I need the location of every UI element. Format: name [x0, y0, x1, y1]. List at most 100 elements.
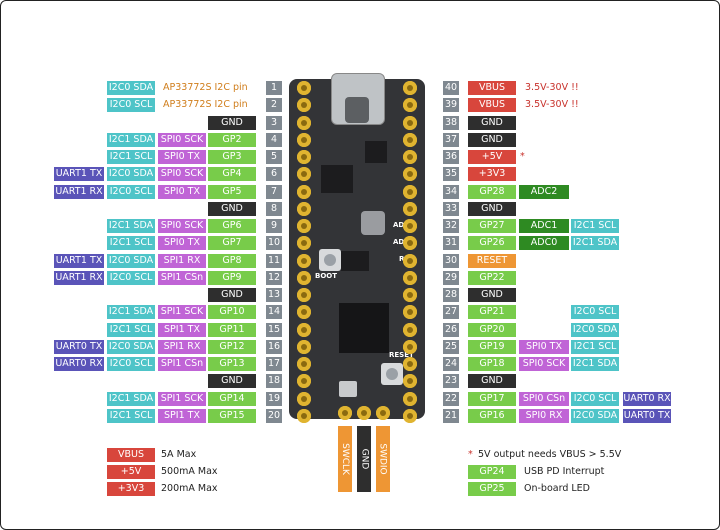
- header-pad: [297, 253, 311, 268]
- header-pad: [403, 408, 417, 423]
- header-pad: [403, 201, 417, 216]
- pin-number: 40: [443, 81, 459, 95]
- pin-function-label: GP12: [208, 339, 256, 354]
- pin-function-label: I2C0 SDA: [107, 253, 155, 268]
- pin-function-label: VBUS: [468, 81, 516, 95]
- pin-number: 17: [266, 357, 282, 371]
- pin-number: 34: [443, 184, 459, 199]
- header-pad: [297, 201, 311, 216]
- pin-function-label: UART0 RX: [54, 357, 104, 371]
- pin-function-label: SPI0 RX: [519, 408, 569, 423]
- pin-function-label: UART0 TX: [54, 339, 104, 354]
- pin-function-label: ADC2: [519, 184, 569, 199]
- pin-function-label: UART0 TX: [623, 408, 671, 423]
- pin-function-label: GP20: [468, 322, 516, 337]
- pin-function-label: UART1 RX: [54, 184, 104, 199]
- silk-reset: RESET: [389, 351, 414, 359]
- pin-function-label: I2C1 SCL: [107, 322, 155, 337]
- pin-function-label: GP17: [468, 391, 516, 406]
- pin-function-label: GP2: [208, 132, 256, 147]
- pin-number: 9: [266, 219, 282, 233]
- legend-vbus-desc: 5A Max: [161, 449, 197, 460]
- pin-function-label: GP6: [208, 219, 256, 233]
- header-pad: [403, 115, 417, 130]
- pin-number: 7: [266, 184, 282, 199]
- pin-function-label: I2C0 SCL: [107, 357, 155, 371]
- pin-number: 38: [443, 115, 459, 130]
- header-pad: [403, 357, 417, 371]
- pin-function-label: SPI1 TX: [158, 408, 206, 423]
- header-pad: [297, 81, 311, 95]
- pin-function-label: SPI0 SCK: [519, 357, 569, 371]
- pin-function-label: SPI0 SCK: [158, 219, 206, 233]
- pin-function-label: GND: [208, 115, 256, 130]
- pin-function-label: RESET: [468, 253, 516, 268]
- pin-function-label: I2C1 SCL: [107, 150, 155, 164]
- pin-function-label: I2C1 SCL: [571, 219, 619, 233]
- pin-number: 30: [443, 253, 459, 268]
- legend-3v3-desc: 200mA Max: [161, 483, 218, 494]
- pin-function-label: GP22: [468, 270, 516, 285]
- pin-number: 8: [266, 201, 282, 216]
- pin-number: 18: [266, 374, 282, 389]
- pin-function-label: I2C0 SCL: [107, 98, 155, 113]
- pin-number: 39: [443, 98, 459, 113]
- pin-number: 32: [443, 219, 459, 233]
- pin-function-label: GND: [468, 132, 516, 147]
- pin-function-label: GP18: [468, 357, 516, 371]
- header-pad: [297, 322, 311, 337]
- pin-number: 33: [443, 201, 459, 216]
- pin-function-label: SPI0 TX: [519, 339, 569, 354]
- pin-function-label: SPI0 TX: [158, 150, 206, 164]
- chip-regulator: [365, 141, 387, 163]
- pin-number: 35: [443, 167, 459, 182]
- pin-note: AP33772S I2C pin: [163, 82, 248, 93]
- pin-function-label: I2C1 SDA: [571, 357, 619, 371]
- pin-note: 3.5V-30V !!: [525, 82, 579, 93]
- pin-function-label: GND: [468, 115, 516, 130]
- header-pad: [403, 288, 417, 302]
- pin-function-label: UART1 RX: [54, 270, 104, 285]
- pin-function-label: SPI1 SCK: [158, 391, 206, 406]
- header-pad: [297, 236, 311, 251]
- pin-function-label: GND: [468, 288, 516, 302]
- boot-button: [319, 249, 341, 271]
- header-pad: [403, 81, 417, 95]
- header-pad: [403, 270, 417, 285]
- crystal: [339, 381, 357, 397]
- legend-vbus-label: VBUS: [107, 448, 155, 462]
- pin-function-label: ADC1: [519, 219, 569, 233]
- header-pad: [297, 305, 311, 320]
- pin-number: 3: [266, 115, 282, 130]
- legend-3v3-label: +3V3: [107, 482, 155, 496]
- pin-function-label: GP28: [468, 184, 516, 199]
- pin-number: 37: [443, 132, 459, 147]
- reset-button: [381, 363, 403, 385]
- header-pad: [297, 115, 311, 130]
- legend-5v-note: 5V output needs VBUS > 5.5V: [478, 449, 622, 460]
- pin-function-label: I2C0 SCL: [571, 305, 619, 320]
- pin-function-label: GP13: [208, 357, 256, 371]
- pin-function-label: I2C0 SCL: [571, 391, 619, 406]
- swd-pin-label: GND: [359, 448, 370, 470]
- header-pad: [403, 167, 417, 182]
- pin-function-label: I2C1 SDA: [107, 391, 155, 406]
- pin-function-label: SPI0 CSn: [519, 391, 569, 406]
- pin-number: 1: [266, 81, 282, 95]
- pin-note: 3.5V-30V !!: [525, 99, 579, 111]
- pin-function-label: GND: [468, 201, 516, 216]
- pin-number: 2: [266, 98, 282, 113]
- usb-c-opening: [345, 97, 369, 123]
- pin-function-label: I2C1 SCL: [107, 236, 155, 251]
- header-pad: [403, 184, 417, 199]
- pin-function-label: GP8: [208, 253, 256, 268]
- pin-function-label: GP7: [208, 236, 256, 251]
- swd-pin-tag: SWDIO: [376, 426, 390, 492]
- header-pad: [297, 184, 311, 199]
- header-pad: [297, 132, 311, 147]
- chip-pd-controller: [321, 165, 353, 193]
- pin-function-label: I2C1 SDA: [107, 132, 155, 147]
- legend-star: *: [468, 449, 473, 460]
- board-image: BOOT RESET ADC1 ADC0 R: [289, 73, 425, 419]
- pin-function-label: UART1 TX: [54, 253, 104, 268]
